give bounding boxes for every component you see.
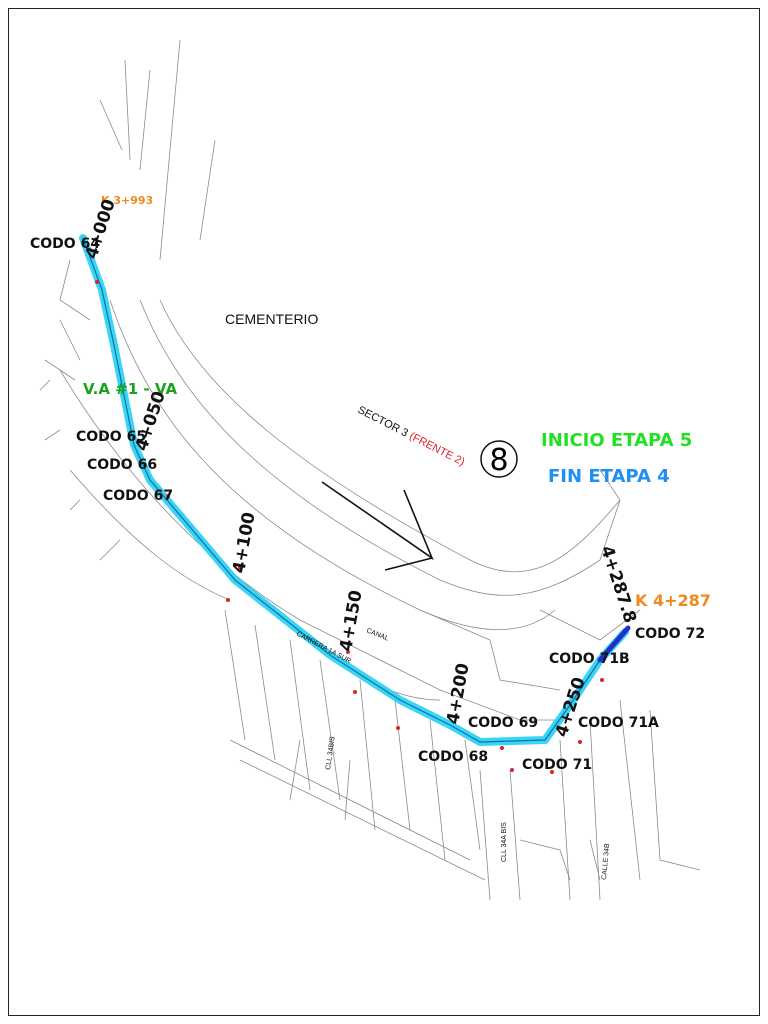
- codo-labels: CODO 64 CODO 65 CODO 66 CODO 67 CODO 68 …: [30, 236, 705, 773]
- codo-68-label: CODO 68: [418, 749, 488, 765]
- map-frame: [8, 8, 760, 1016]
- station-4150: 4+150: [336, 589, 366, 653]
- codo-66-label: CODO 66: [87, 457, 157, 473]
- codo-69-label: CODO 69: [468, 715, 538, 731]
- station-4287: 4+287.8: [596, 543, 640, 625]
- background-linework: [39, 39, 701, 901]
- sheet-number: 8: [489, 443, 508, 478]
- valve-label: V.A #1 - VA: [83, 380, 177, 398]
- street-canal: CANAL: [365, 627, 389, 642]
- street-cll34bis: CLL 34BIS: [325, 736, 337, 771]
- street-cll34abis: CLL 34A BIS: [501, 822, 508, 862]
- sector-label: SECTOR 3 (FRENTE 2): [356, 404, 467, 468]
- station-4000: 4+000: [82, 197, 120, 262]
- sheet-number-circle: [480, 440, 518, 478]
- codo-71-label: CODO 71: [522, 757, 592, 773]
- sector-arrow: [321, 481, 434, 571]
- codo-72-label: CODO 72: [635, 626, 705, 642]
- street-calle34b: CALLE 34B: [601, 843, 611, 880]
- red-markers: [95, 280, 604, 774]
- codo-64-label: CODO 64: [30, 236, 100, 252]
- station-4050: 4+050: [132, 389, 170, 454]
- pipe-alignment: [79, 234, 631, 746]
- pipe-centerline: [82, 237, 626, 743]
- codo-71b-label: CODO 71B: [549, 651, 630, 667]
- codo-67-label: CODO 67: [103, 488, 173, 504]
- codo-65-label: CODO 65: [76, 429, 146, 445]
- start-ref-label: K 3+993: [101, 194, 153, 207]
- stage-start-label: INICIO ETAPA 5: [541, 430, 692, 451]
- pipe-end-segment: [597, 625, 631, 663]
- station-4100: 4+100: [229, 511, 259, 575]
- codo-71a-label: CODO 71A: [578, 715, 659, 731]
- end-ref-label: K 4+287: [635, 591, 711, 610]
- place-label: CEMENTERIO: [225, 311, 318, 327]
- stage-end-label: FIN ETAPA 4: [548, 466, 670, 487]
